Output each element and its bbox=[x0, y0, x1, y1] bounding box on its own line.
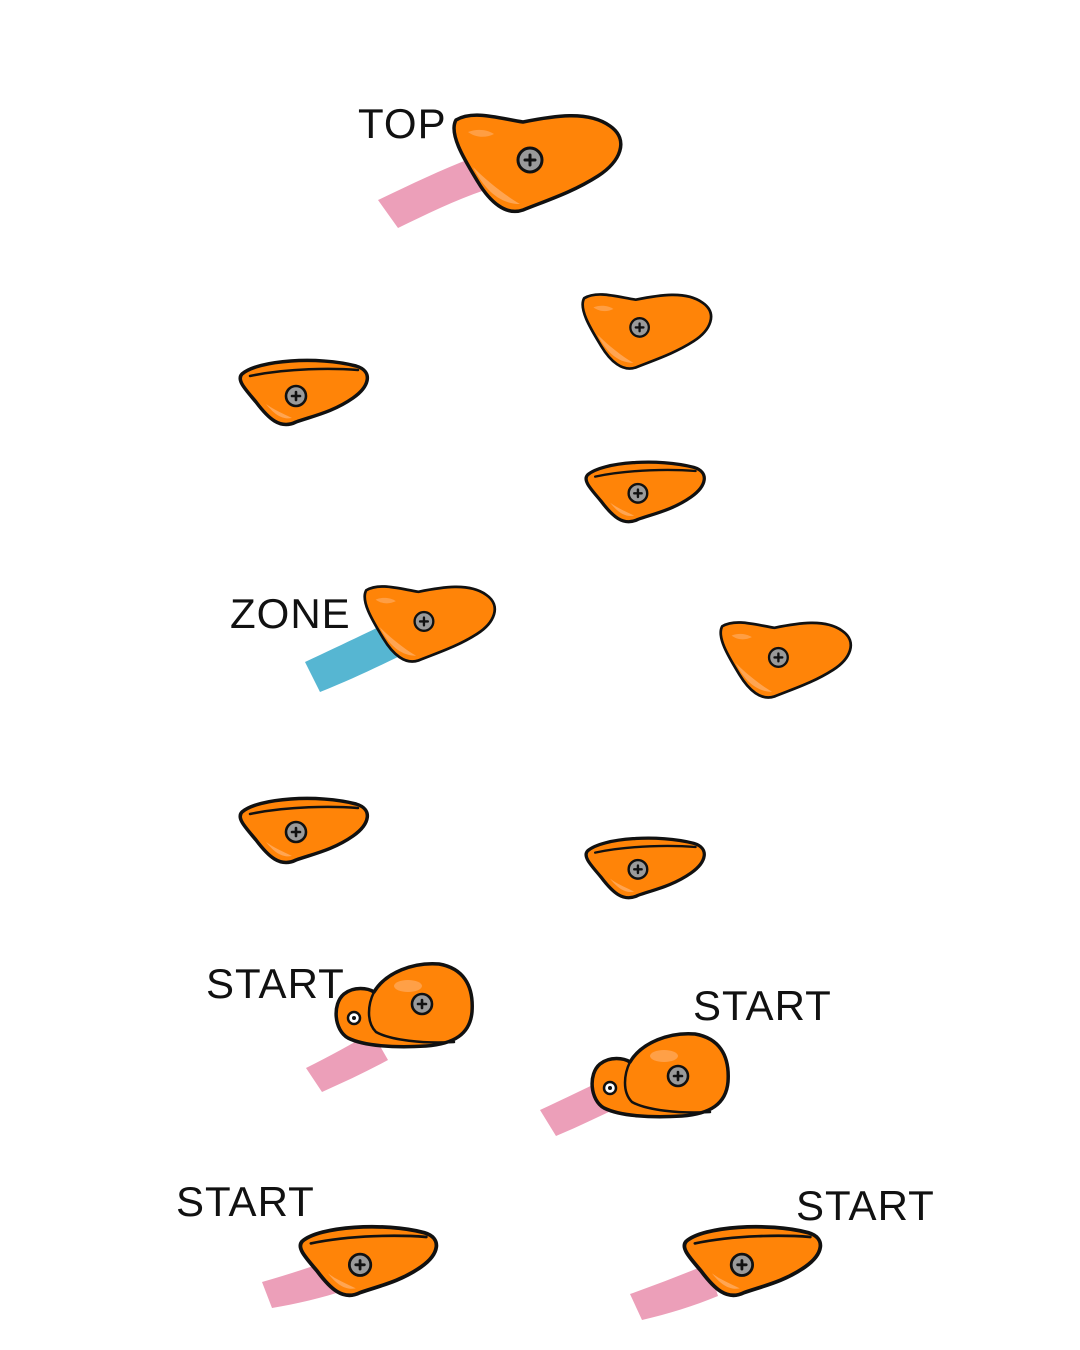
start-tape-4 bbox=[630, 1264, 718, 1320]
hold-r2 bbox=[584, 460, 706, 524]
top-label: TOP bbox=[358, 100, 447, 147]
start-hold-1 bbox=[334, 961, 474, 1049]
start-tape-1 bbox=[306, 1032, 388, 1092]
start-label-1: START bbox=[206, 960, 345, 1007]
start-label-3: START bbox=[176, 1178, 315, 1225]
top-tape bbox=[378, 158, 485, 228]
top-hold bbox=[452, 113, 623, 214]
hold-l2 bbox=[238, 796, 370, 865]
hold-r4 bbox=[584, 836, 706, 900]
start-hold-2 bbox=[590, 1031, 730, 1119]
start-label-2: START bbox=[693, 982, 832, 1029]
zone-tape bbox=[305, 624, 400, 692]
start-label-4: START bbox=[796, 1182, 935, 1229]
hold-r3 bbox=[719, 621, 853, 699]
hold-l1 bbox=[238, 358, 370, 427]
zone-label: ZONE bbox=[230, 590, 351, 637]
hold-r1 bbox=[581, 293, 713, 370]
